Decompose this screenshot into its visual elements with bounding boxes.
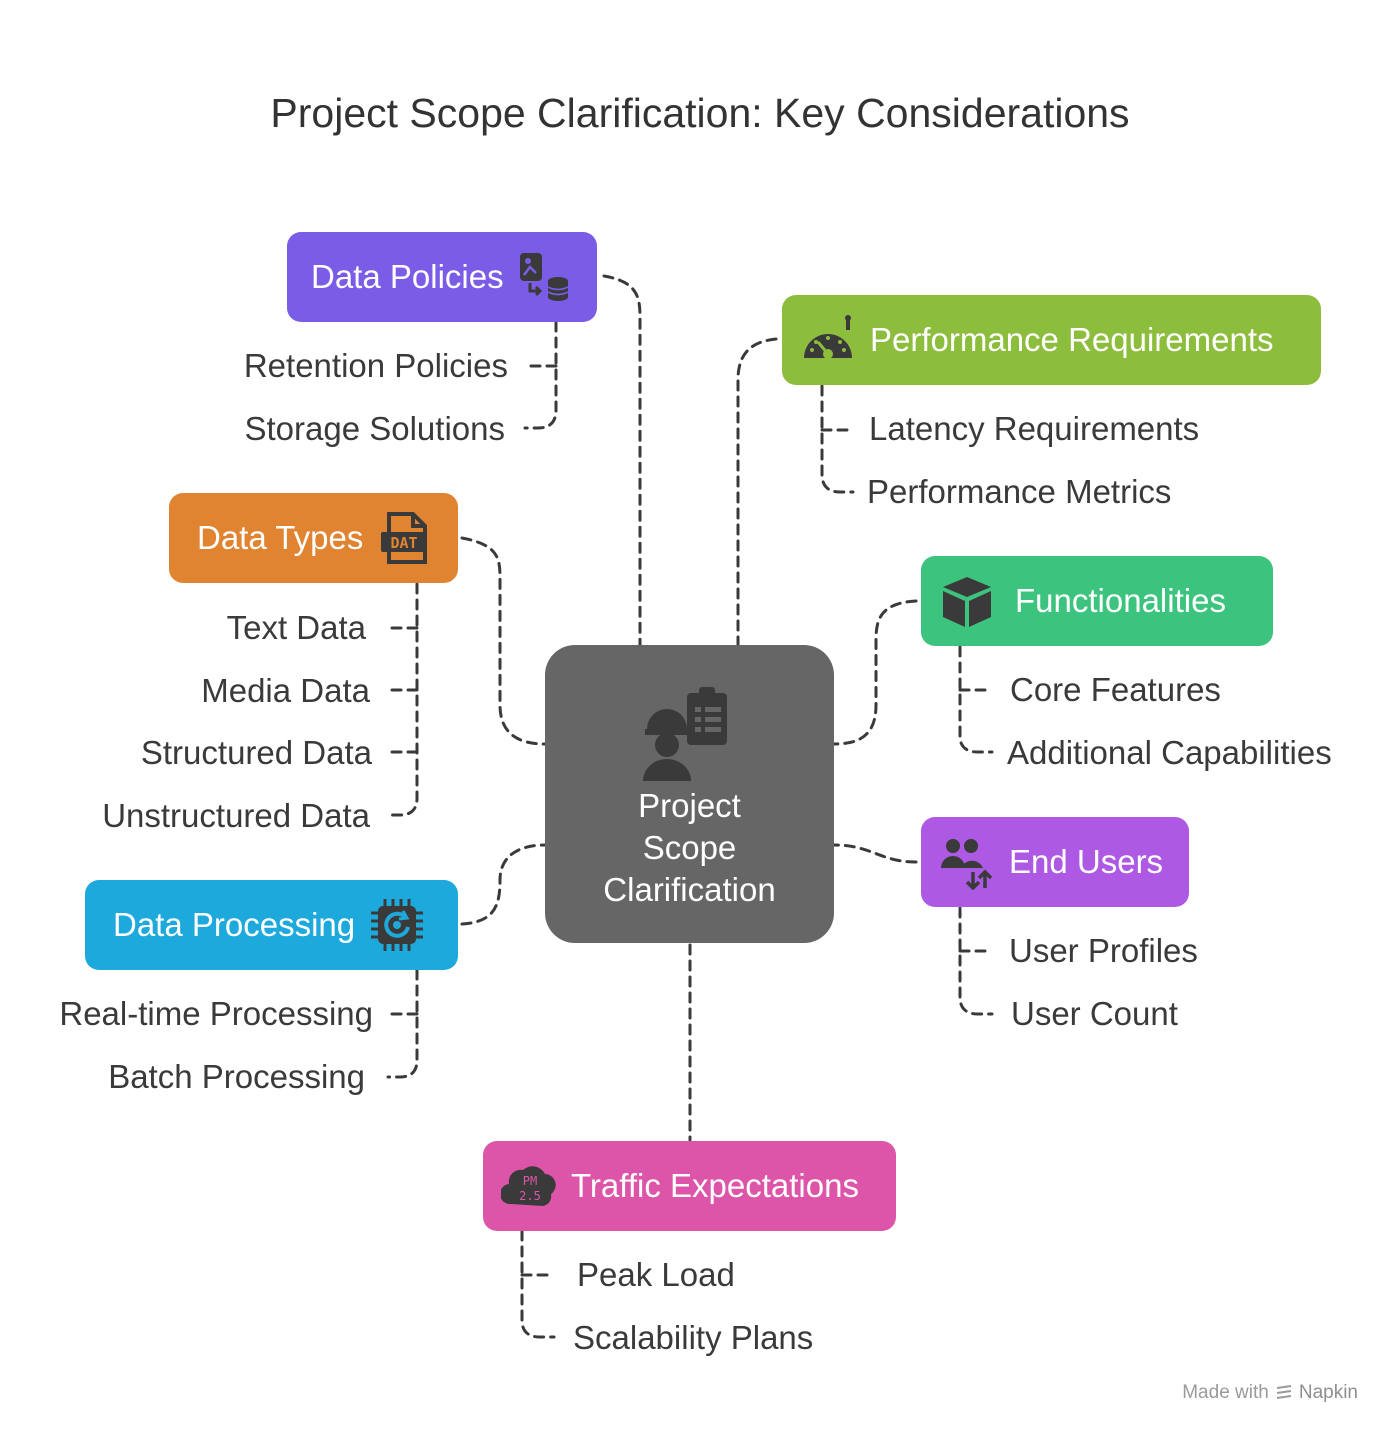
traffic-expectations-node[interactable]: PM 2.5 Traffic Expectations <box>483 1141 896 1231</box>
dat-file-icon: DAT <box>377 510 433 566</box>
leaf-user-profiles: User Profiles <box>1009 932 1198 969</box>
traffic-expectations-label: Traffic Expectations <box>571 1167 859 1204</box>
leaf-unstructured-data: Unstructured Data <box>102 797 370 834</box>
leaf-latency-requirements: Latency Requirements <box>869 410 1200 447</box>
leaf-scalability-plans: Scalability Plans <box>573 1319 814 1356</box>
made-with-footer: Made with Napkin <box>1182 1382 1358 1404</box>
leaf-additional-capabilities: Additional Capabilities <box>1007 734 1332 771</box>
leaf-media-data: Media Data <box>201 672 370 709</box>
leaf-performance-metrics: Performance Metrics <box>867 473 1172 510</box>
data-transfer-icon <box>516 249 572 305</box>
pm25-cloud-icon: PM 2.5 <box>501 1158 557 1214</box>
end-users-label: End Users <box>1009 843 1164 880</box>
center-label-line2: Scope <box>642 829 737 866</box>
processor-chip-icon <box>369 897 425 953</box>
cube-icon <box>939 573 995 629</box>
made-with-text: Made with <box>1182 1382 1269 1403</box>
speedometer-icon <box>800 312 856 368</box>
functionalities-node[interactable]: Functionalities <box>921 556 1273 646</box>
center-label-line3: Clarification <box>603 871 776 908</box>
center-label-line1: Project <box>638 787 741 824</box>
leaf-user-count: User Count <box>1011 995 1178 1032</box>
data-policies-label: Data Policies <box>311 258 504 295</box>
napkin-brand: Napkin <box>1298 1382 1358 1403</box>
data-processing-label: Data Processing <box>113 906 356 943</box>
leaf-structured-data: Structured Data <box>140 734 372 771</box>
leaf-batch-processing: Batch Processing <box>108 1058 365 1095</box>
functionalities-label: Functionalities <box>1015 582 1226 619</box>
leaf-storage-solutions: Storage Solutions <box>244 410 505 447</box>
end-users-node[interactable]: End Users <box>921 817 1189 907</box>
performance-requirements-node[interactable]: Performance Requirements <box>782 295 1321 385</box>
leaf-retention-policies: Retention Policies <box>243 347 508 384</box>
diagram-title: Project Scope Clarification: Key Conside… <box>270 90 1130 136</box>
performance-requirements-label: Performance Requirements <box>870 321 1274 358</box>
pm-value: 2.5 <box>519 1189 541 1203</box>
center-node[interactable]: Project Scope Clarification <box>545 645 834 943</box>
data-policies-node[interactable]: Data Policies <box>287 232 597 322</box>
data-types-node[interactable]: Data Types DAT <box>169 493 458 583</box>
engineer-clipboard-icon <box>643 687 727 781</box>
leaf-core-features: Core Features <box>1010 671 1221 708</box>
pm-label: PM <box>523 1174 537 1188</box>
svg-text:DAT: DAT <box>391 534 418 552</box>
data-types-label: Data Types <box>197 519 364 556</box>
data-processing-node[interactable]: Data Processing <box>85 880 458 970</box>
leaf-real-time-processing: Real-time Processing <box>59 995 373 1032</box>
users-exchange-icon <box>939 834 995 890</box>
napkin-logo-icon <box>1276 1385 1291 1399</box>
leaf-peak-load: Peak Load <box>577 1256 735 1293</box>
leaf-text-data: Text Data <box>226 609 366 646</box>
